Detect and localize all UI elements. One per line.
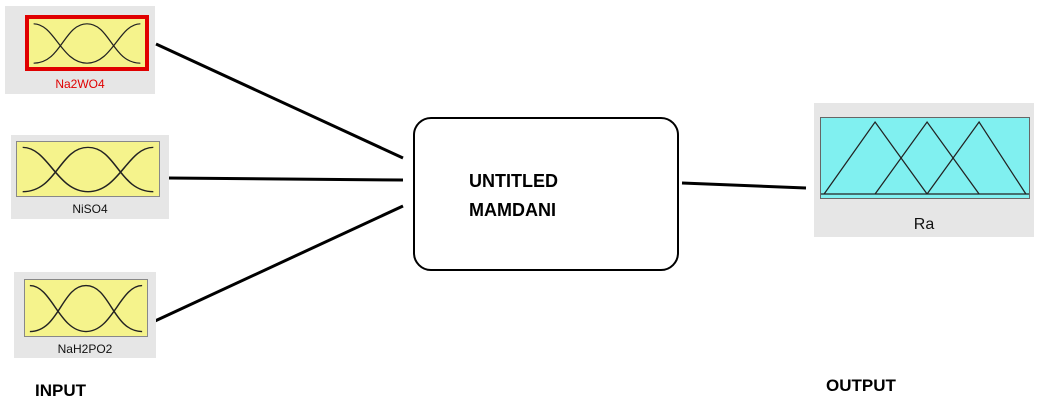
membership-plot-1	[25, 15, 149, 71]
membership-plot-3	[24, 279, 148, 337]
system-title: UNTITLED MAMDANI	[469, 167, 558, 225]
connector-input-1	[155, 42, 404, 160]
input-section-label: INPUT	[35, 381, 86, 400]
output-section-label: OUTPUT	[826, 376, 896, 395]
input-variable-label: Na2WO4	[55, 77, 105, 91]
input-variable-3[interactable]: NaH2PO2	[14, 272, 156, 358]
connector-output	[681, 181, 807, 190]
input-variable-label: NiSO4	[72, 202, 108, 216]
connector-input-2	[167, 176, 404, 182]
fis-system-box[interactable]: UNTITLED MAMDANI	[413, 117, 679, 271]
input-variable-label: NaH2PO2	[57, 342, 113, 356]
input-variable-2[interactable]: NiSO4	[11, 135, 169, 219]
system-title-line2: MAMDANI	[469, 200, 556, 220]
connector-input-3	[154, 204, 404, 323]
system-title-line1: UNTITLED	[469, 171, 558, 191]
output-membership-plot	[820, 117, 1030, 199]
output-variable-label: Ra	[913, 216, 935, 233]
input-variable-1[interactable]: Na2WO4	[5, 6, 155, 94]
output-variable[interactable]: Ra	[814, 103, 1034, 237]
membership-plot-2	[16, 141, 160, 197]
